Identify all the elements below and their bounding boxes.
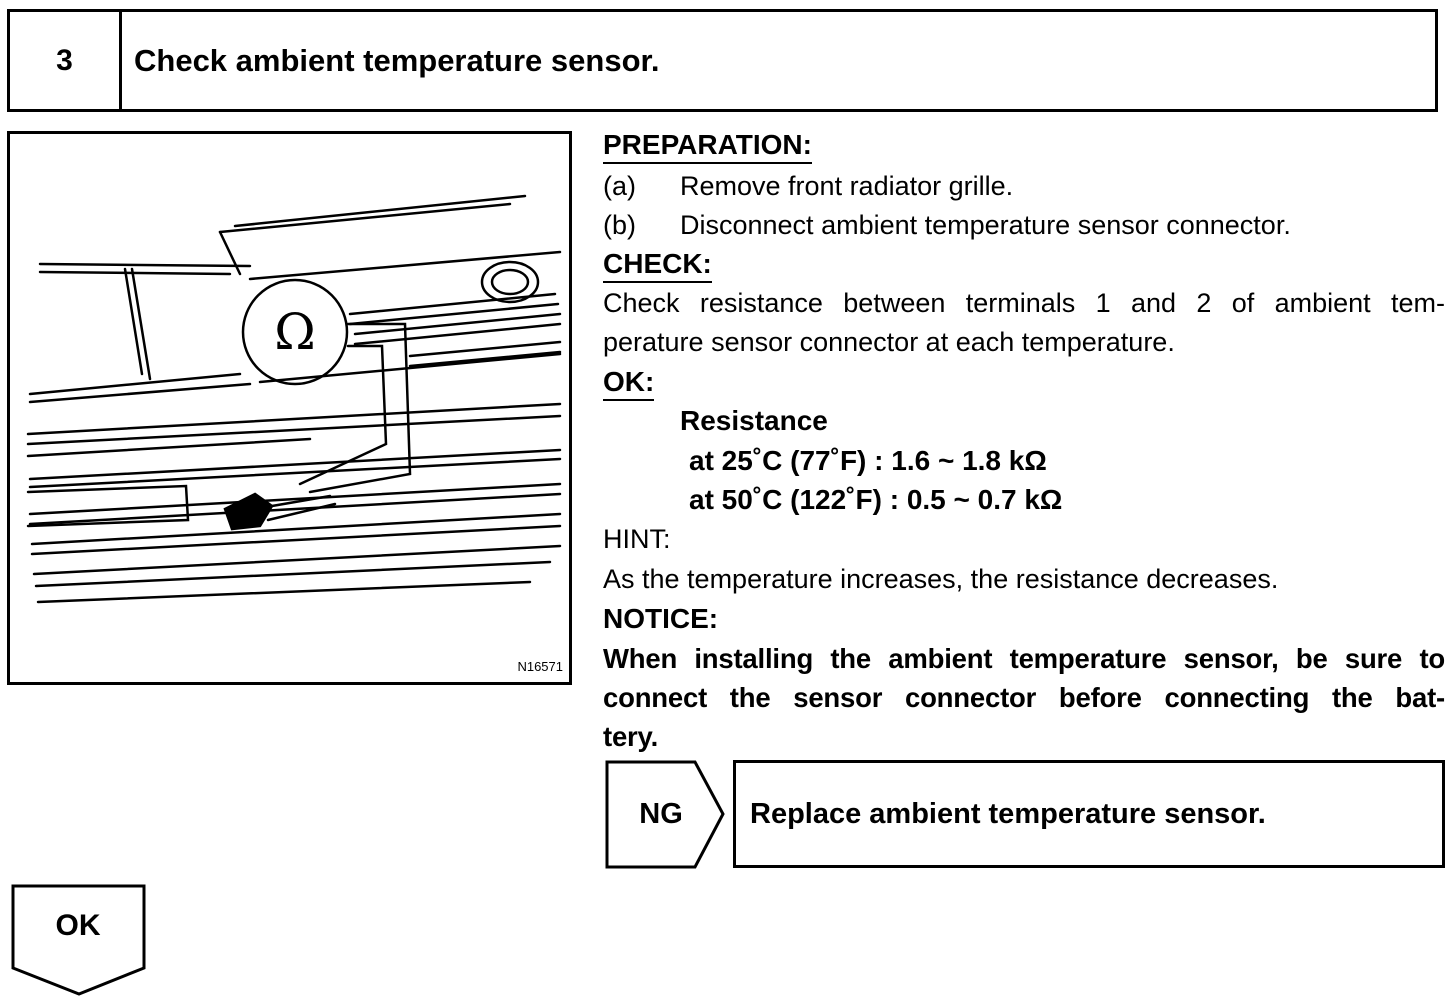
ok-spec-title: Resistance: [680, 405, 828, 436]
preparation-heading: PREPARATION:: [603, 129, 812, 164]
ok-heading: OK:: [603, 366, 655, 401]
preparation-item-b: (b)Disconnect ambient temperature sensor…: [603, 210, 1291, 240]
ng-action-box: Replace ambient temperature sensor.: [733, 760, 1445, 868]
ng-action-text: Replace ambient temperature sensor.: [750, 797, 1266, 830]
sensor-illustration: Ω N16571: [7, 131, 572, 685]
ok-arrow-shape: [11, 884, 146, 996]
check-heading: CHECK:: [603, 248, 712, 283]
hint-text: As the temperature increases, the resist…: [603, 564, 1279, 594]
ng-label: NG: [639, 797, 683, 830]
car-front-drawing: Ω: [26, 194, 562, 604]
figure-id: N16571: [517, 659, 563, 674]
preparation-item-a: (a)Remove front radiator grille.: [603, 171, 1014, 201]
check-text-line1: Check resistance between terminals 1 and…: [603, 288, 1445, 318]
ok-label: OK: [55, 909, 101, 942]
ohm-symbol: Ω: [274, 303, 315, 361]
ok-spec-line1: at 25˚C (77˚F) : 1.6 ~ 1.8 kΩ: [689, 445, 1047, 476]
ok-spec-line2: at 50˚C (122˚F) : 0.5 ~ 0.7 kΩ: [689, 484, 1063, 515]
check-text-line2: perature sensor connector at each temper…: [603, 327, 1175, 357]
hint-heading: HINT:: [603, 524, 671, 554]
step-number: 3: [10, 12, 122, 109]
step-header: 3 Check ambient temperature sensor.: [7, 9, 1438, 112]
notice-text-line2: connect the sensor connector before conn…: [603, 682, 1445, 713]
ng-arrow-shape: [605, 760, 725, 869]
notice-text-line1: When installing the ambient temperature …: [603, 643, 1445, 674]
notice-heading: NOTICE:: [603, 603, 719, 634]
notice-text-line3: tery.: [603, 721, 659, 752]
step-title: Check ambient temperature sensor.: [134, 42, 660, 78]
